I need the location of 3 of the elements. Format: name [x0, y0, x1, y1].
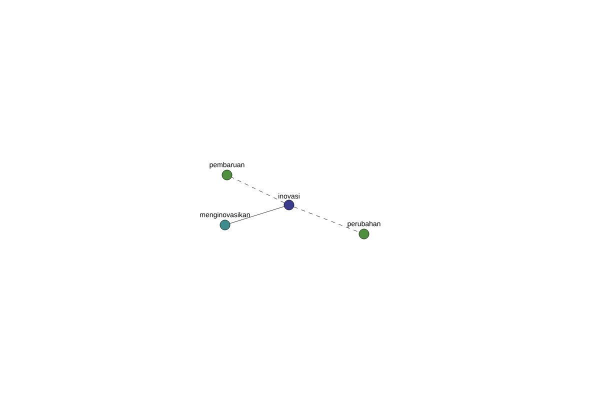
connector-line — [230, 206, 284, 224]
connector-line — [231, 177, 285, 203]
connector-line — [294, 206, 360, 232]
